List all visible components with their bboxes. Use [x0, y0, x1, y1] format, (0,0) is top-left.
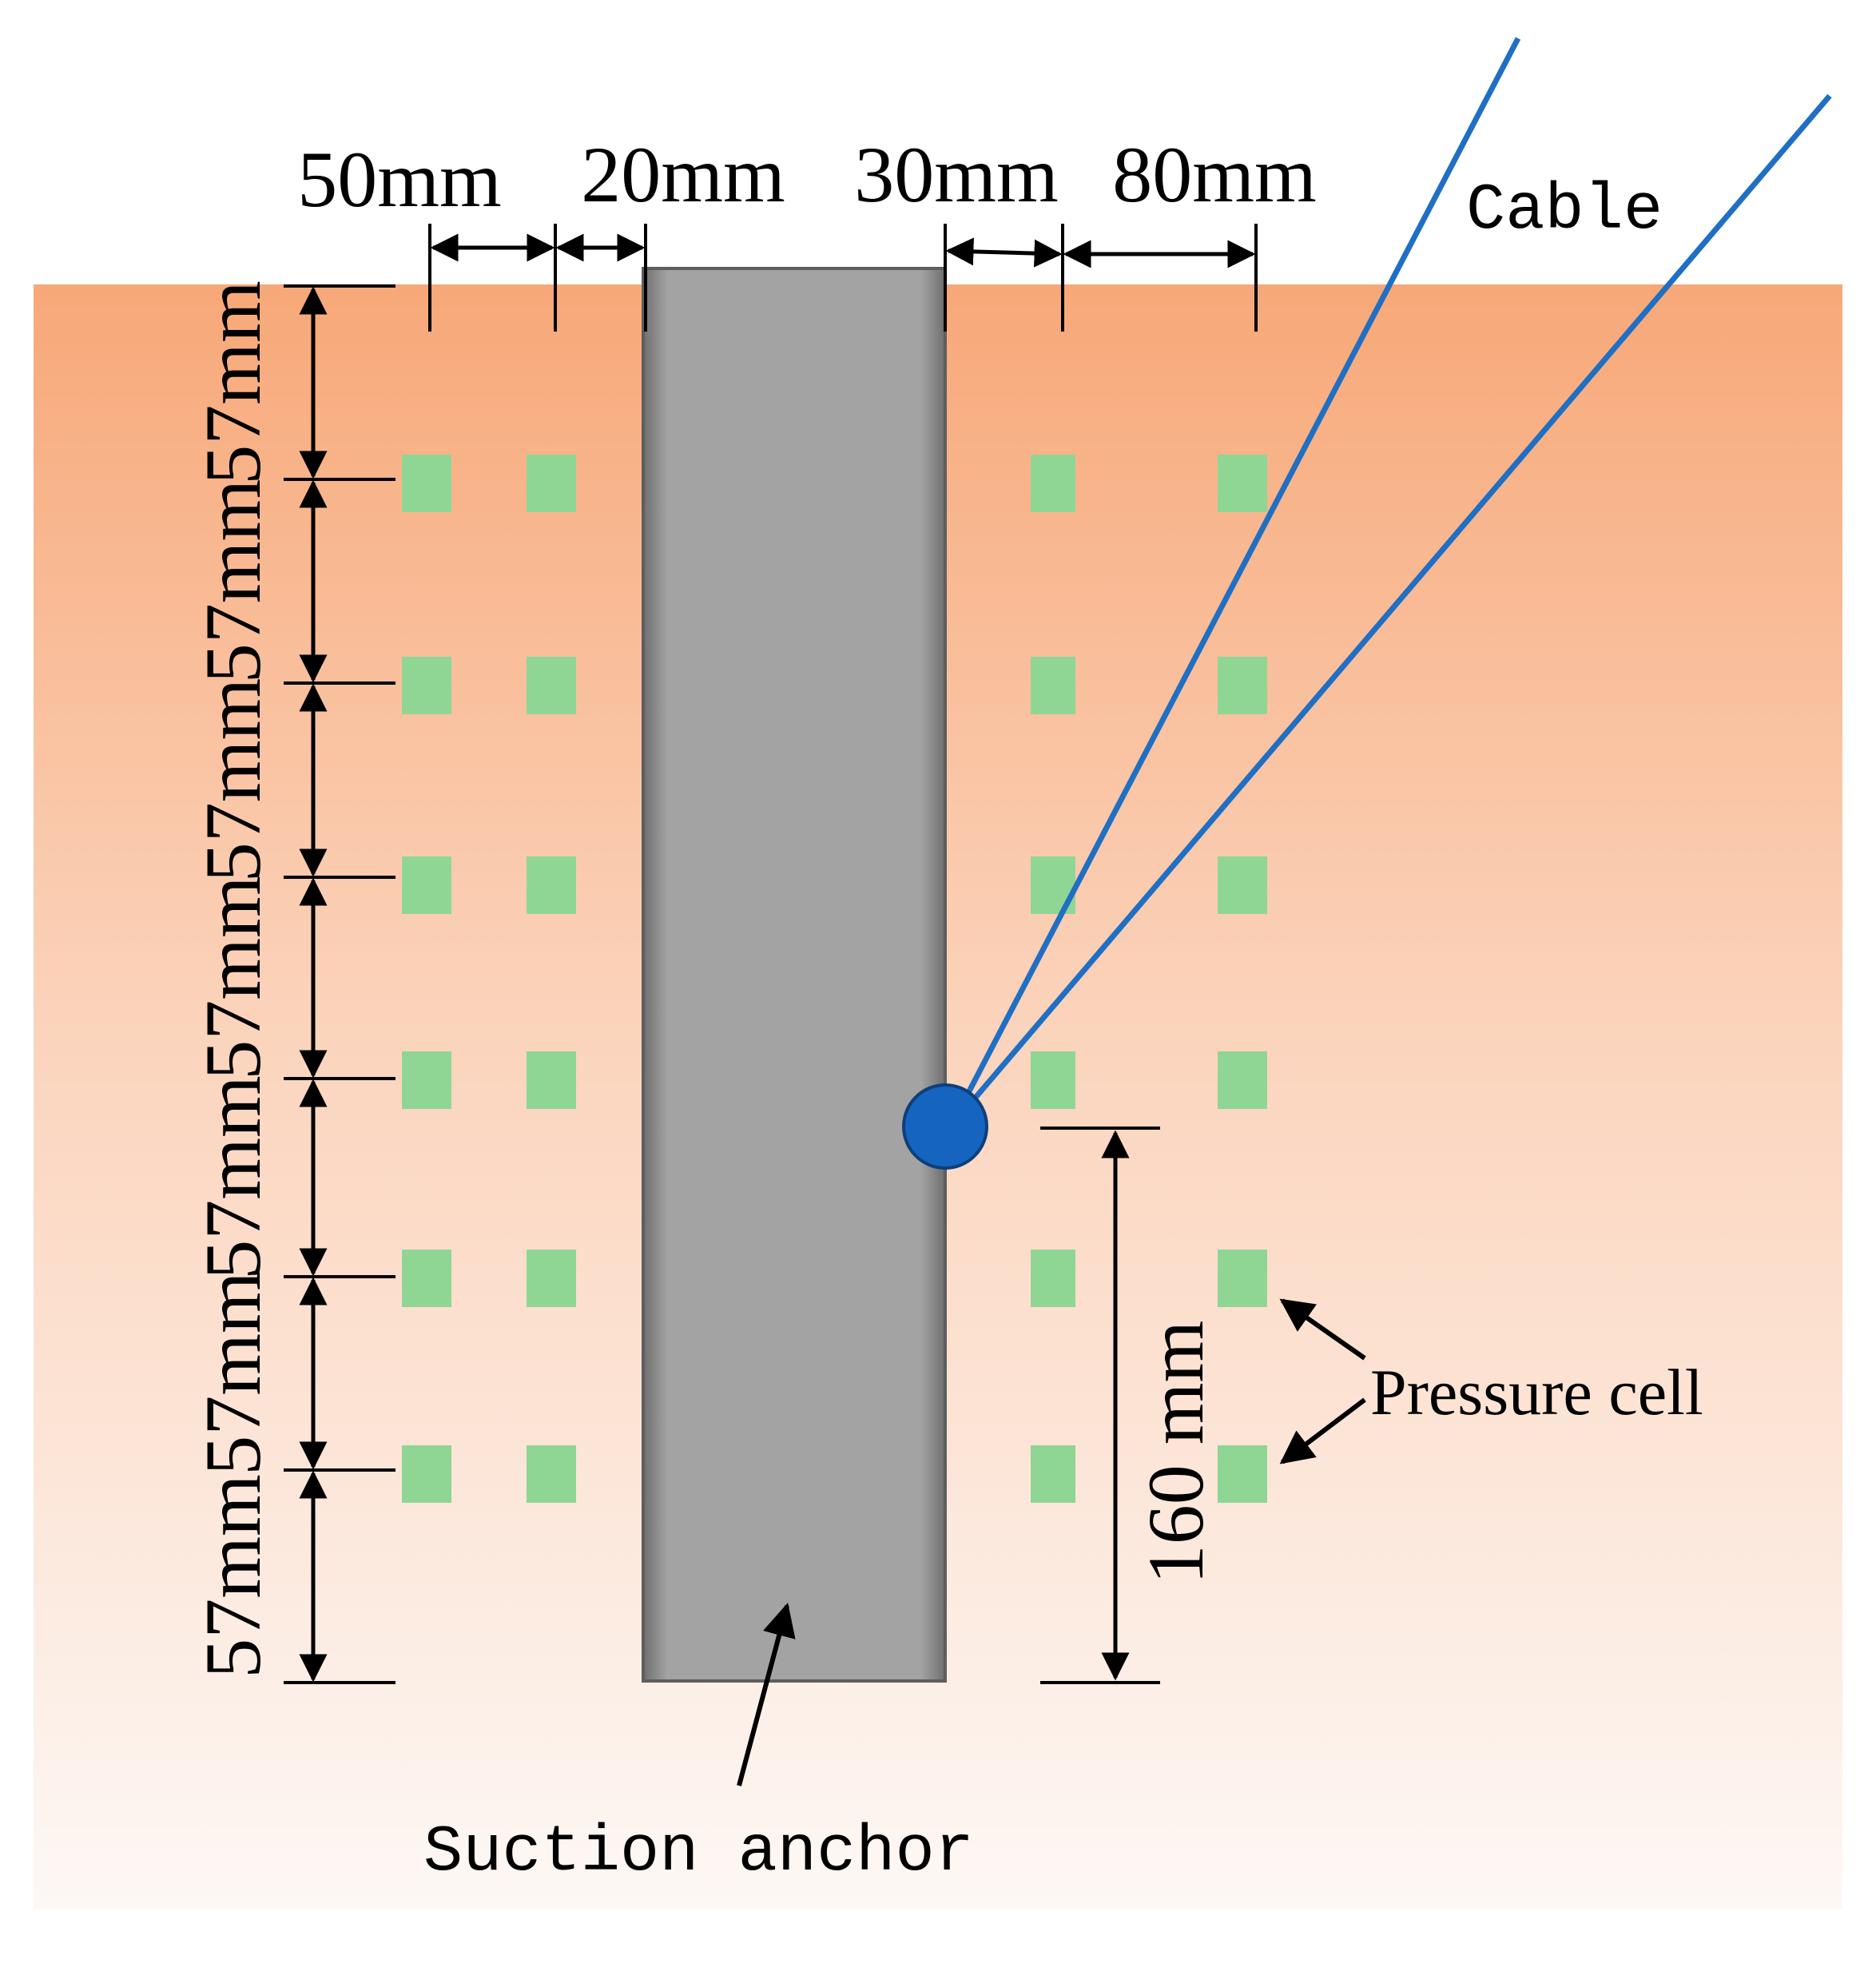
dim-30mm: 30mm [854, 130, 1059, 219]
pressure-cell-icon [527, 1445, 576, 1503]
pressure-cell-icon [1218, 1445, 1267, 1503]
pressure-cell-icon [527, 455, 576, 512]
pressure-cell-icon [1031, 657, 1075, 714]
dim-160mm: 160 mm [1131, 1321, 1220, 1585]
padeye-icon [902, 1083, 988, 1170]
pressure-cell-icon [402, 1445, 451, 1503]
pressure-cell-icon [402, 455, 451, 512]
pressure-cell-icon [527, 1250, 576, 1307]
dim-50mm: 50mm [297, 135, 502, 224]
pressure-cell-icon [1218, 856, 1267, 914]
pressure-cells [402, 455, 1267, 1503]
pressure-cell-pointers [1279, 1298, 1366, 1464]
pressure-cell-icon [402, 1250, 451, 1307]
pressure-cell-icon [1218, 657, 1267, 714]
cable-line [948, 37, 1521, 1128]
dim-80mm: 80mm [1112, 130, 1317, 219]
pressure-cell-icon [402, 1051, 451, 1109]
pressure-cell-icon [402, 657, 451, 714]
pressure-cell-label: Pressure cell [1370, 1356, 1703, 1429]
pressure-cell-icon [1031, 1445, 1075, 1503]
top-dimension-arrows [430, 233, 1256, 268]
pressure-cell-icon [1031, 455, 1075, 512]
dim-20mm: 20mm [581, 130, 785, 219]
pressure-cell-icon [1218, 1051, 1267, 1109]
pressure-cell-icon [527, 657, 576, 714]
top-dimension-lines [428, 224, 1258, 332]
dim-57mm: 57mm [189, 280, 277, 485]
dim-57mm: 57mm [189, 1474, 277, 1679]
dim-57mm: 57mm [189, 876, 277, 1080]
pressure-cell-icon [1218, 455, 1267, 512]
suction-anchor-label: Suction anchor [423, 1815, 974, 1890]
dim-57mm: 57mm [189, 678, 277, 883]
pressure-cell-icon [1031, 1051, 1075, 1109]
suction-anchor-body [642, 267, 947, 1683]
right-dimension [1040, 1127, 1160, 1684]
pressure-cell-icon [1031, 1250, 1075, 1307]
suction-anchor-pointer [737, 1602, 796, 1786]
pressure-cell-icon [1218, 1250, 1267, 1307]
cable-line [948, 93, 1832, 1129]
dim-57mm: 57mm [189, 479, 277, 684]
pressure-cell-icon [527, 1051, 576, 1109]
cable-label: Cable [1466, 173, 1663, 248]
pressure-cell-icon [527, 856, 576, 914]
pressure-cell-icon [402, 856, 451, 914]
dim-57mm: 57mm [189, 1271, 277, 1476]
dim-57mm: 57mm [189, 1075, 277, 1280]
